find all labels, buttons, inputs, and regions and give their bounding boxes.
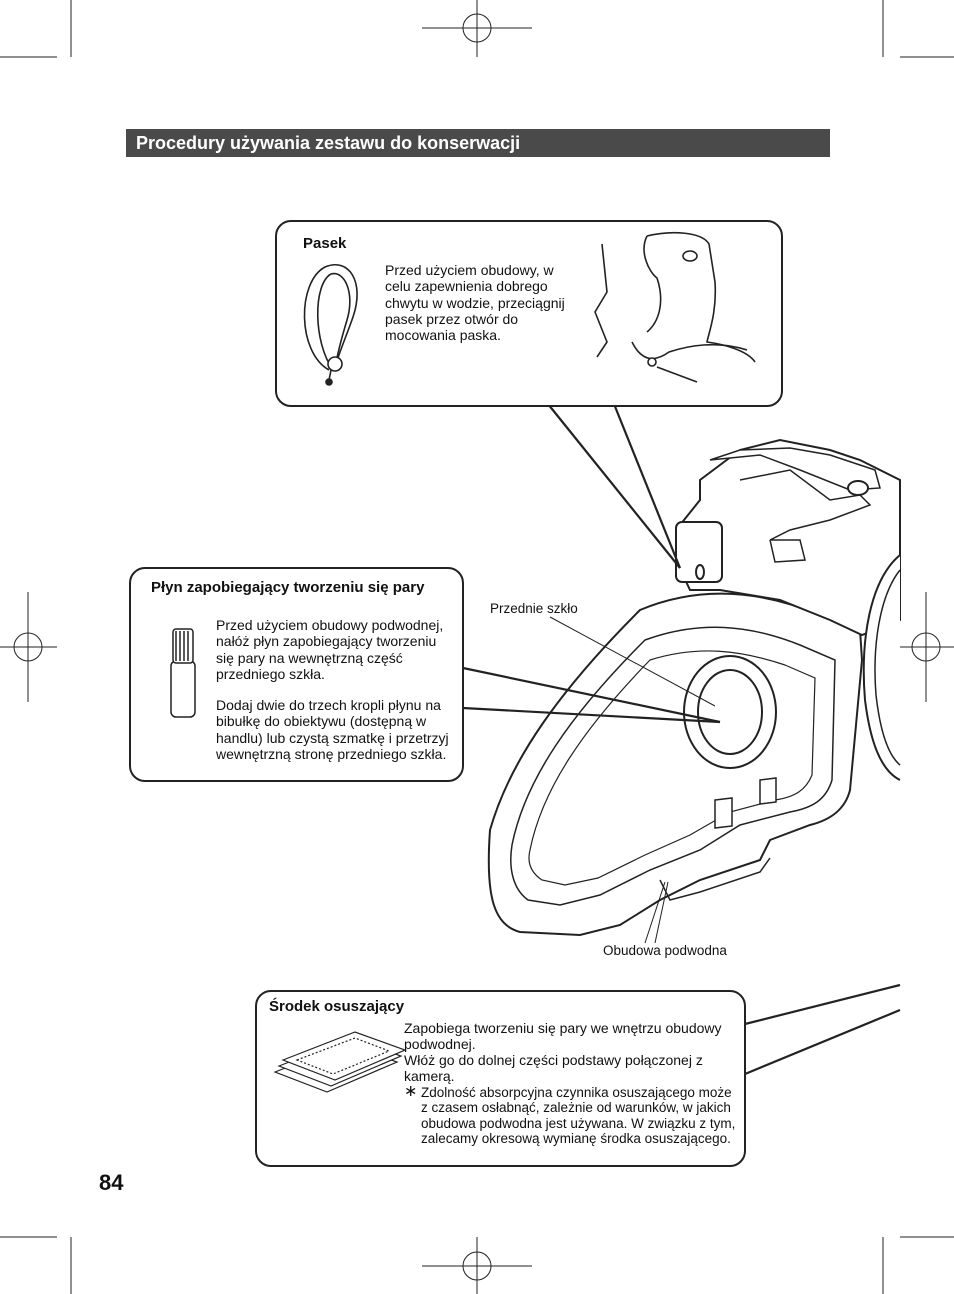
strap-title: Pasek bbox=[303, 235, 347, 252]
callout-pointers bbox=[462, 403, 901, 1076]
antifog-text-1: Przed użyciem obudowy podwodnej, nałóż p… bbox=[216, 617, 444, 682]
antifog-title: Płyn zapobiegający tworzeniu się pary bbox=[151, 579, 425, 596]
desiccant-packet-illustration bbox=[273, 1031, 407, 1093]
desiccant-callout: Środek osuszający Zapobiega tworzeniu si… bbox=[255, 990, 746, 1167]
section-header: Procedury używania zestawu do konserwacj… bbox=[126, 129, 830, 157]
front-glass-label: Przednie szkło bbox=[490, 601, 578, 616]
housing-drawing bbox=[487, 438, 901, 937]
antifog-text-2: Dodaj dwie do trzech kropli płynu na bib… bbox=[216, 697, 449, 762]
antifog-callout: Płyn zapobiegający tworzeniu się pary Pr… bbox=[129, 567, 464, 782]
antifog-bottle-illustration bbox=[170, 628, 196, 718]
desiccant-text-1: Zapobiega tworzeniu się pary we wnętrzu … bbox=[404, 1020, 722, 1053]
page-number: 84 bbox=[99, 1170, 124, 1195]
desiccant-text-2: Włóż go do dolnej części podstawy połącz… bbox=[404, 1052, 703, 1085]
strap-callout: Pasek Przed użyciem obudowy, w celu zape… bbox=[275, 220, 783, 407]
desiccant-note: Zdolność absorpcyjna czynnika osuszające… bbox=[421, 1085, 736, 1147]
label-leaders bbox=[549, 616, 716, 944]
housing-label: Obudowa podwodna bbox=[603, 943, 727, 958]
desiccant-note-mark: ∗ bbox=[404, 1083, 418, 1100]
strap-illustration bbox=[303, 231, 756, 386]
desiccant-title: Środek osuszający bbox=[269, 998, 405, 1015]
strap-text: Przed użyciem obudowy, w celu zapewnieni… bbox=[385, 262, 565, 344]
